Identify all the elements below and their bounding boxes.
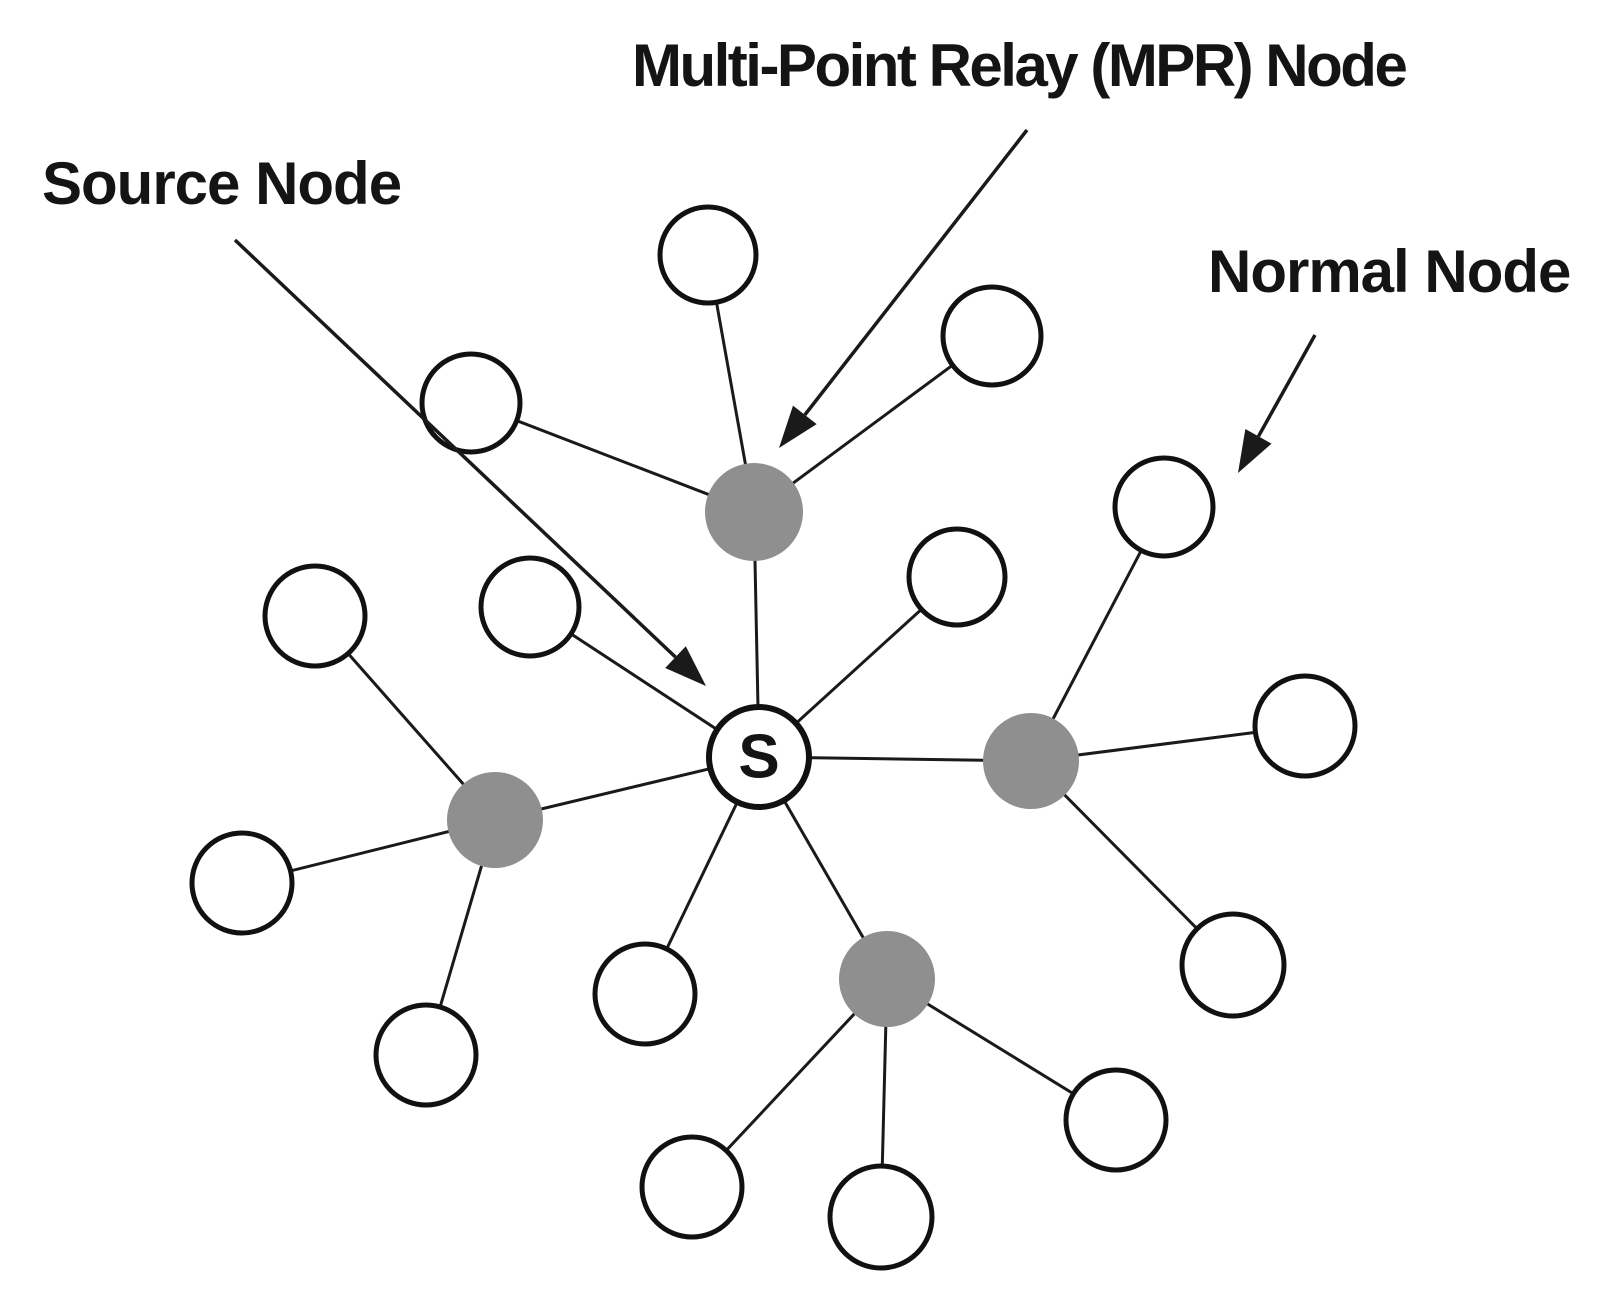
normal-node-w5 (478, 555, 582, 659)
mpr-node-m1 (705, 463, 803, 561)
normal-node-w3 (940, 284, 1044, 388)
normal-node-w6 (906, 526, 1008, 628)
normal-node-label: Normal Node (1208, 238, 1571, 305)
source-label-arrow-head (665, 646, 706, 686)
mpr-node-m4 (839, 931, 935, 1027)
normal-node-w10 (189, 830, 295, 936)
normal-node-w14 (827, 1163, 935, 1271)
mpr-label-arrow-head (779, 405, 817, 448)
mpr-node-m3 (447, 772, 543, 868)
normal-node-w9 (1179, 911, 1287, 1019)
normal-node-w12 (592, 941, 698, 1047)
mpr-node-m2 (983, 713, 1079, 809)
normal-node-w1 (657, 204, 759, 306)
normal-node-w8 (1252, 673, 1358, 779)
normal-node-w7 (1112, 455, 1216, 559)
mpr-label-arrow-line (803, 128, 1029, 416)
normal-node-w2 (419, 351, 523, 455)
normal-node-w13 (639, 1134, 745, 1240)
source-label-arrow-line (233, 238, 677, 659)
mpr-node-label: Multi-Point Relay (MPR) Node (632, 32, 1408, 99)
normal-node-w11 (373, 1002, 479, 1108)
normal-label-arrow-head (1238, 429, 1272, 473)
source-node-symbol: S (738, 723, 779, 792)
source-node-label: Source Node (42, 150, 402, 217)
normal-node-w15 (1063, 1067, 1169, 1173)
source-node (706, 704, 812, 810)
normal-node-w4 (262, 563, 368, 669)
normal-label-arrow-line (1256, 334, 1317, 438)
